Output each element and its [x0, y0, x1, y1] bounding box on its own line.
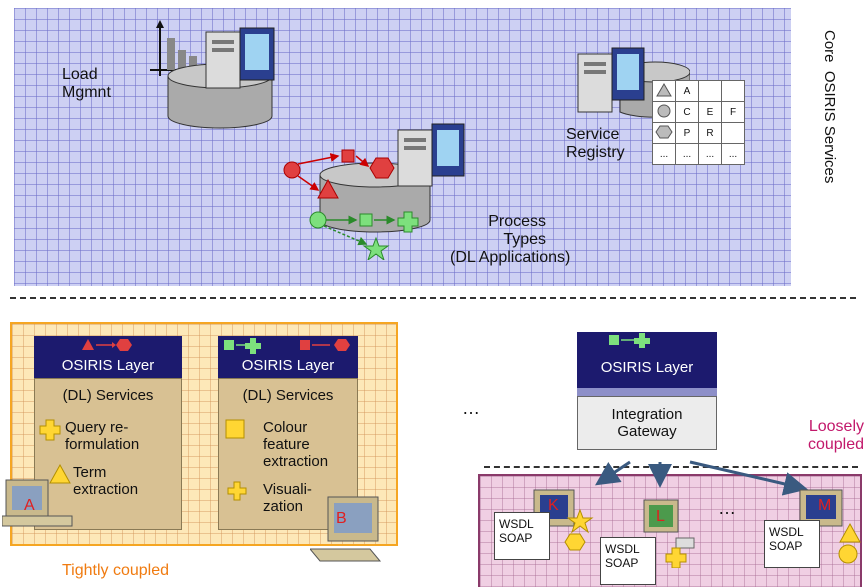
- tight-left-triangle-icon: [49, 464, 71, 484]
- registry-cell: F: [721, 101, 745, 123]
- process-types-graphic: [283, 123, 465, 260]
- tight-left-process-icon: [34, 336, 182, 354]
- registry-table: A C E F P R ... ... ... ...: [652, 80, 745, 165]
- wsdl-k-doc: WSDL SOAP: [494, 512, 550, 560]
- tight-left-item-query: Query re- formulation: [65, 419, 140, 453]
- registry-cell: C: [675, 101, 699, 123]
- computer-k-letter: K: [548, 497, 559, 514]
- computer-m-letter: M: [818, 497, 832, 514]
- registry-cell: [721, 122, 745, 144]
- loose-osiris-layer: OSIRIS Layer: [577, 348, 717, 388]
- tight-right-item-colour: Colour feature extraction: [263, 419, 329, 470]
- computer-b-icon: [310, 496, 382, 562]
- tight-right-cross-icon: [227, 481, 247, 501]
- core-services-label: Core OSIRIS Services: [821, 30, 838, 184]
- registry-cell: [721, 80, 745, 102]
- registry-cell: ...: [698, 143, 722, 165]
- tight-left-osiris-layer: OSIRIS Layer: [34, 354, 182, 378]
- computer-l-letter: L: [656, 508, 665, 525]
- tight-right-process-icon: [218, 336, 358, 354]
- load-mgmnt-label: Load Mgmnt: [62, 66, 111, 101]
- registry-cell: P: [675, 122, 699, 144]
- registry-cell: [698, 80, 722, 102]
- computer-b-letter: B: [336, 510, 347, 527]
- computer-k-icon: [533, 489, 594, 551]
- loose-node: OSIRIS Layer Integration Gateway: [577, 332, 717, 450]
- loose-layer-band: [577, 388, 717, 396]
- computer-a-letter: A: [24, 497, 35, 514]
- registry-cell: ...: [675, 143, 699, 165]
- registry-cell: E: [698, 101, 722, 123]
- computer-l-icon: [643, 499, 695, 568]
- tight-right-services-title: (DL) Services: [242, 387, 334, 404]
- load-mgmnt-graphic: [150, 20, 275, 129]
- core-separator: [10, 297, 856, 299]
- loose-process-icon: [577, 332, 717, 348]
- loose-ellipsis-mid: …: [718, 498, 736, 518]
- tight-left-cross-icon: [39, 419, 61, 441]
- tight-right-osiris-layer: OSIRIS Layer: [218, 354, 358, 378]
- tight-right-node: OSIRIS Layer (DL) Services Colour featur…: [218, 336, 358, 530]
- tight-right-item-visualization: Visuali- zation: [263, 481, 312, 515]
- registry-cell: A: [675, 80, 699, 102]
- tight-left-services-title: (DL) Services: [62, 387, 154, 404]
- registry-cell: ...: [721, 143, 745, 165]
- tight-right-services-box: (DL) Services Colour feature extraction …: [218, 378, 358, 530]
- service-registry-label: Service Registry: [566, 126, 625, 161]
- computer-m-icon: [799, 489, 861, 564]
- tight-left-item-term: Term extraction: [73, 464, 139, 498]
- integration-gateway-box: Integration Gateway: [577, 396, 717, 450]
- registry-shape-triangle: [652, 80, 676, 102]
- wsdl-l-doc: WSDL SOAP: [600, 537, 656, 585]
- registry-shape-hexagon: [652, 122, 676, 144]
- registry-shape-circle: [652, 101, 676, 123]
- tight-left-services-box: (DL) Services Query re- formulation Term…: [34, 378, 182, 530]
- loosely-coupled-caption: Loosely coupled: [807, 418, 864, 453]
- tight-left-node: OSIRIS Layer (DL) Services Query re- for…: [34, 336, 182, 530]
- registry-cell: R: [698, 122, 722, 144]
- tightly-coupled-caption: Tightly coupled: [62, 562, 170, 579]
- registry-cell: ...: [652, 143, 676, 165]
- process-types-label: Process Types (DL Applications): [450, 213, 571, 266]
- tight-right-square-icon: [225, 419, 245, 439]
- gateway-arrows: [595, 460, 808, 496]
- loose-ellipsis-left: …: [462, 398, 480, 418]
- computer-a-icon: [2, 479, 73, 527]
- wsdl-m-doc: WSDL SOAP: [764, 520, 820, 568]
